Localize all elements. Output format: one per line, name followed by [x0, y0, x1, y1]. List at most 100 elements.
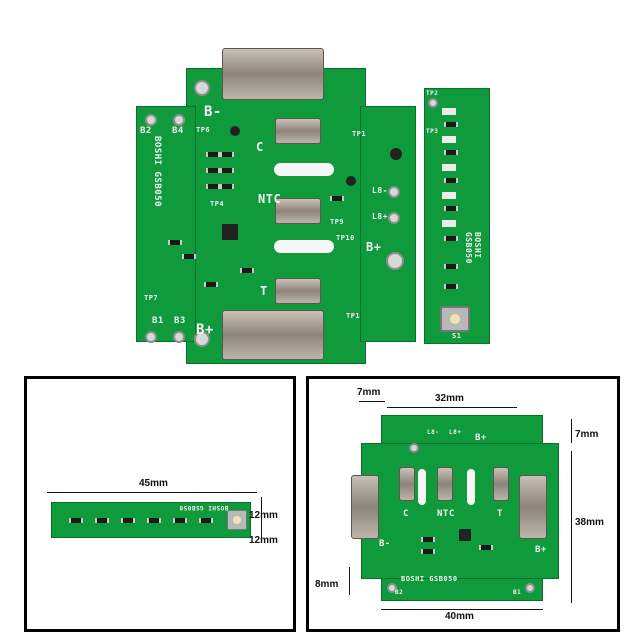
- dim-line-right-top: [571, 419, 572, 443]
- led-label-tp3: TP3: [426, 128, 439, 135]
- led-1: [442, 108, 456, 115]
- transistor-right: [390, 148, 402, 160]
- dim-label-l8-minus: L8-: [427, 429, 440, 436]
- resistor-r9: [240, 268, 254, 273]
- dim-label-b-plus-top: B+: [475, 433, 487, 443]
- width-dimension-line: [47, 492, 257, 493]
- label-model: BOSHI GSB050: [152, 136, 162, 208]
- dim-label-b2: B2: [395, 589, 404, 596]
- small-resistor-1: [69, 518, 83, 523]
- label-b2: B2: [140, 126, 152, 136]
- dim-label-l8-plus: L8+: [449, 429, 462, 436]
- signal-contact-ntc: [275, 198, 321, 224]
- small-resistor-3: [121, 518, 135, 523]
- dim-pad-top: [409, 443, 419, 453]
- led-label-tp2: TP2: [426, 90, 439, 97]
- label-l8-plus: L8+: [372, 212, 388, 221]
- resistor-r4: [220, 168, 234, 173]
- pad-l8-plus: [388, 212, 400, 224]
- led-board-hole-top: [428, 98, 438, 108]
- label-b1: B1: [152, 316, 164, 326]
- led-resistor-1: [444, 122, 458, 127]
- dim-line-top-left: [359, 401, 385, 402]
- dim-label-t: T: [497, 509, 503, 519]
- dim-resistor-1: [421, 537, 435, 542]
- transistor-q2: [346, 176, 356, 186]
- dim-line-bottom: [381, 609, 543, 610]
- ic-chip: [222, 224, 238, 240]
- pad-b-plus: [194, 331, 210, 347]
- small-resistor-2: [95, 518, 109, 523]
- height-dimension-label-b: 12mm: [249, 535, 278, 546]
- main-pcb-left-wing: [136, 106, 196, 342]
- pad-mount: [386, 252, 404, 270]
- dim-label-model: BOSHI GSB050: [401, 575, 458, 583]
- width-dimension-label: 45mm: [139, 478, 168, 489]
- dim-pad-b2: [387, 583, 397, 593]
- dim-contact-c: [399, 467, 415, 501]
- bottom-left-panel: 45mm BOSHI GSB050 12mm 12mm: [24, 376, 296, 632]
- label-c: C: [256, 140, 264, 154]
- small-board-model: BOSHI GSB050: [179, 504, 229, 511]
- pad-b-minus: [194, 80, 210, 96]
- small-push-button[interactable]: [227, 510, 247, 530]
- label-b3: B3: [174, 316, 186, 326]
- led-label-model: BOSHI GSB050: [464, 232, 482, 264]
- dim-contact-left: [351, 475, 379, 539]
- label-t: T: [260, 284, 268, 298]
- led-2: [442, 136, 456, 143]
- led-resistor-5: [444, 236, 458, 241]
- pad-b4: [173, 114, 185, 126]
- main-pcb-photo: B- B+ C NTC T B1 B2 B3 B4 TP1 TP4 TP6 TP…: [136, 48, 416, 364]
- pad-b3: [173, 331, 185, 343]
- small-resistor-6: [199, 518, 213, 523]
- height-dimension-label-a: 12mm: [249, 510, 278, 521]
- battery-contact-top: [222, 48, 324, 100]
- label-tp7: TP7: [144, 294, 159, 302]
- pad-l8-minus: [388, 186, 400, 198]
- led-3: [442, 164, 456, 171]
- label-ntc: NTC: [258, 192, 282, 206]
- board-slot-2: [274, 240, 334, 253]
- small-led-pcb: BOSHI GSB050: [51, 502, 251, 538]
- resistor-r6: [220, 184, 234, 189]
- resistor-r3: [206, 168, 220, 173]
- label-tp1-a: TP1: [352, 130, 367, 138]
- led-resistor-7: [444, 284, 458, 289]
- label-b-plus: B+: [196, 322, 214, 338]
- board-slot-1: [274, 163, 334, 176]
- bottom-right-panel: L8- L8+ B+ C NTC T B- B+ BOSHI GSB050 B2…: [306, 376, 620, 632]
- led-resistor-4: [444, 206, 458, 211]
- dim-contact-right: [519, 475, 547, 539]
- signal-contact-t: [275, 278, 321, 304]
- led-resistor-3: [444, 178, 458, 183]
- small-push-button-cap: [233, 516, 241, 524]
- push-button-cap: [450, 314, 460, 324]
- dim-label-b-plus: B+: [535, 545, 547, 555]
- label-tp9: TP9: [330, 218, 345, 226]
- label-tp4: TP4: [210, 200, 225, 208]
- dim-line-left-small: [349, 567, 350, 595]
- dim-label-c: C: [403, 509, 409, 519]
- label-tp1-b: TP1: [346, 312, 361, 320]
- resistor-r10: [330, 196, 344, 201]
- push-button-s1[interactable]: [440, 306, 470, 332]
- pad-b2: [145, 114, 157, 126]
- label-b4: B4: [172, 126, 184, 136]
- dim-resistor-3: [479, 545, 493, 550]
- led-label-s1: S1: [452, 332, 462, 340]
- dim-label-right-main: 38mm: [575, 517, 604, 528]
- resistor-r11: [204, 282, 218, 287]
- dim-line-right-main: [571, 451, 572, 603]
- dim-line-top-center: [387, 407, 517, 408]
- dim-label-b1: B1: [513, 589, 522, 596]
- small-resistor-4: [147, 518, 161, 523]
- dim-slot-2: [467, 469, 475, 505]
- dim-label-right-top: 7mm: [575, 429, 599, 440]
- led-4: [442, 192, 456, 199]
- resistor-r7: [168, 240, 182, 245]
- dim-pad-b1: [525, 583, 535, 593]
- led-pcb-photo: S1 TP2 TP3 BOSHI GSB050: [424, 88, 490, 344]
- transistor-q1: [230, 126, 240, 136]
- dim-label-top-left: 7mm: [357, 387, 381, 398]
